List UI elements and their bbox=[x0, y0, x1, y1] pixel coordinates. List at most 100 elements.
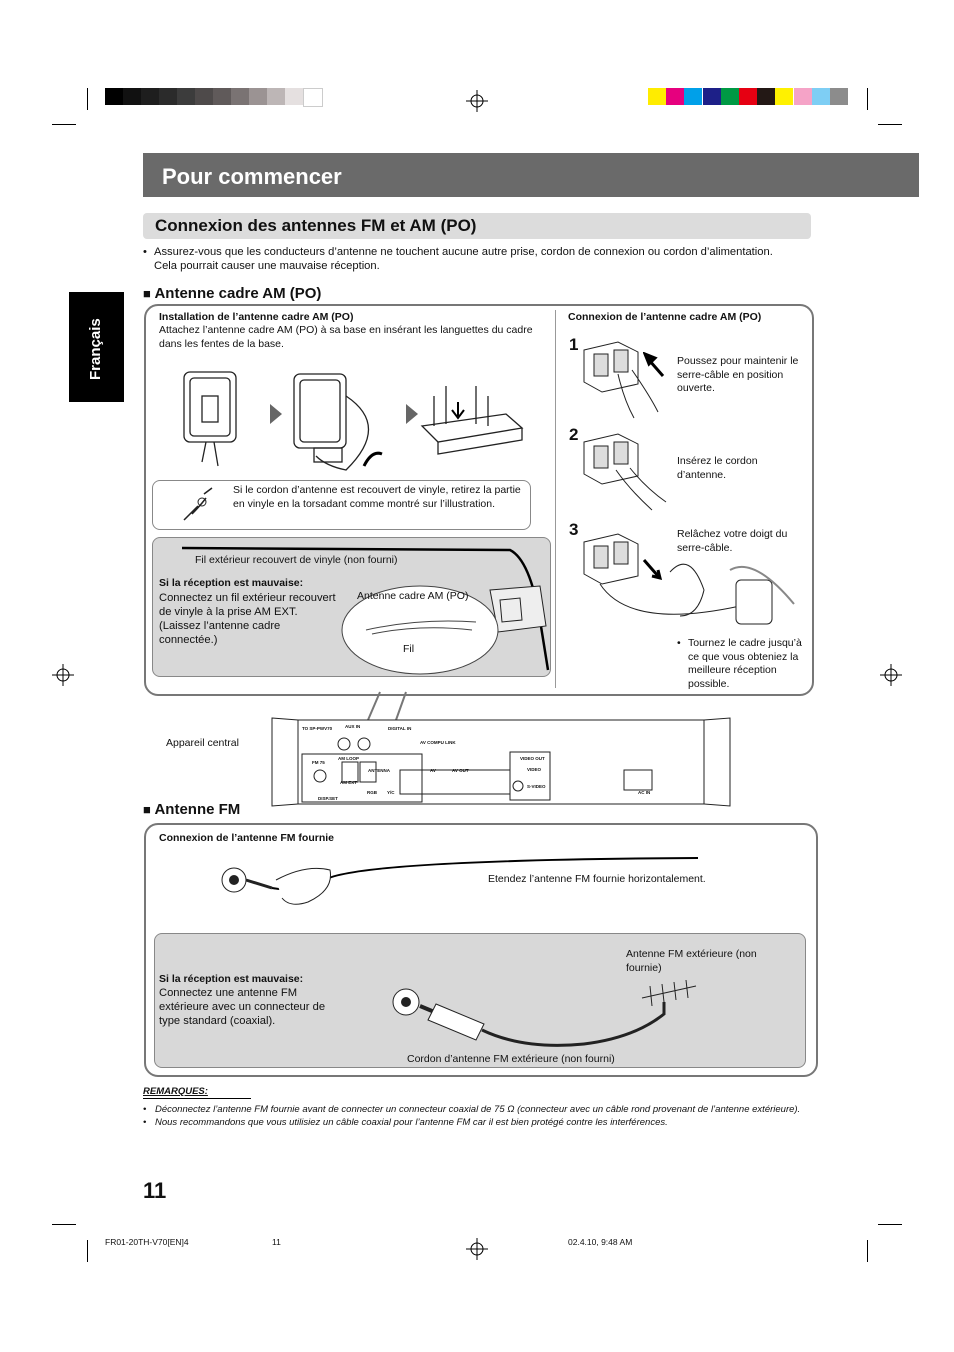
color-swatch bbox=[830, 88, 848, 105]
panel-label: ANTENNA bbox=[368, 768, 390, 773]
language-tab bbox=[69, 292, 124, 402]
footer-date: 02.4.10, 9:48 AM bbox=[568, 1237, 633, 1247]
panel-label: AV OUT bbox=[452, 768, 469, 773]
color-swatch bbox=[793, 88, 812, 105]
fm-cable-label: Cordon d’antenne FM extérieure (non four… bbox=[407, 1053, 615, 1065]
color-swatch bbox=[123, 88, 141, 105]
color-swatch bbox=[757, 88, 776, 105]
divider bbox=[555, 310, 556, 688]
color-swatch bbox=[775, 88, 794, 105]
push-arrow-icon bbox=[643, 352, 665, 377]
panel-label: VIDEO bbox=[527, 767, 542, 772]
color-swatch bbox=[811, 88, 830, 105]
bullet-icon: • bbox=[143, 246, 147, 258]
panel-label: DIGITAL IN bbox=[388, 726, 412, 731]
panel-label: DISP.SET bbox=[318, 796, 338, 801]
panel-label: AV COMPU LINK bbox=[420, 740, 456, 745]
subsection-title: Connexion des antennes FM et AM (PO) bbox=[155, 216, 477, 235]
color-swatch bbox=[141, 88, 159, 105]
twisted-wire-icon bbox=[183, 487, 213, 521]
page-number: 11 bbox=[143, 1178, 167, 1203]
color-swatch bbox=[267, 88, 285, 105]
registration-target-icon bbox=[880, 664, 902, 686]
panel-label: Y/C bbox=[387, 790, 395, 795]
intro-text: Assurez-vous que les conducteurs d’anten… bbox=[154, 246, 773, 272]
unit-label: Appareil central bbox=[166, 737, 239, 749]
color-swatch bbox=[177, 88, 195, 105]
wire-callout-bubble bbox=[341, 585, 499, 675]
outdoor-wire-label: Fil extérieur recouvert de vinyle (non f… bbox=[195, 554, 398, 566]
next-step-arrow-icon bbox=[270, 404, 282, 424]
panel-label: AC IN bbox=[638, 790, 651, 795]
bullet-icon: • bbox=[677, 637, 681, 649]
panel-label: VIDEO OUT bbox=[520, 756, 545, 761]
panel-label: AUX IN bbox=[345, 724, 361, 729]
color-swatch bbox=[195, 88, 213, 105]
remarks-underline bbox=[143, 1098, 251, 1099]
fm-antenna-plug-illustration bbox=[221, 857, 699, 905]
clamp-push-illustration bbox=[583, 341, 659, 419]
list-item: •Nous recommandons que vous utilisiez un… bbox=[143, 1117, 668, 1128]
panel-label: TO SP-PWV70 bbox=[302, 726, 333, 731]
step-2-number: 2 bbox=[569, 425, 579, 444]
fm-bad-reception-title: Si la réception est mauvaise: bbox=[159, 973, 304, 985]
remarks-list: •Déconnectez l’antenne FM fournie avant … bbox=[143, 1103, 823, 1129]
install-title: Installation de l’antenne cadre AM (PO) bbox=[159, 311, 354, 323]
panel-label: S-VIDEO bbox=[527, 784, 546, 789]
panel-label: AM LOOP bbox=[338, 756, 359, 761]
color-swatch bbox=[105, 88, 123, 105]
fm-bad-reception-box bbox=[154, 933, 806, 1068]
color-swatch bbox=[739, 88, 757, 105]
color-swatch bbox=[285, 88, 303, 105]
coaxial-cable-illustration bbox=[392, 979, 697, 1047]
color-swatch bbox=[684, 88, 703, 105]
fm-heading: ■ Antenne FM bbox=[143, 801, 241, 818]
callout-antenna-label: Antenne cadre AM (PO) bbox=[357, 590, 469, 602]
fm-connect-title: Connexion de l’antenne FM fournie bbox=[159, 832, 335, 844]
section-title-bar bbox=[143, 153, 919, 197]
next-step-arrow-icon bbox=[406, 404, 418, 424]
panel-label: RGB bbox=[367, 790, 377, 795]
insert-wire-illustration bbox=[583, 433, 667, 511]
color-swatch bbox=[720, 88, 739, 105]
color-swatch bbox=[666, 88, 685, 105]
footer-file: FR01-20TH-V70[EN]4 bbox=[105, 1237, 189, 1247]
registration-target-icon bbox=[466, 90, 488, 112]
fm-bad-reception-text: Connectez une antenne FM extérieure avec… bbox=[159, 987, 326, 1027]
release-clamp-illustration bbox=[583, 533, 795, 625]
callout-wire-label: Fil bbox=[403, 643, 415, 655]
color-swatch bbox=[249, 88, 267, 105]
step-3-text: Relâchez votre doigt du serre-câble. bbox=[677, 528, 788, 554]
am-bad-reception-title: Si la réception est mauvaise: bbox=[159, 577, 304, 589]
footer-page: 11 bbox=[272, 1237, 281, 1247]
section-title: Pour commencer bbox=[162, 164, 342, 189]
remarks-title: REMARQUES: bbox=[143, 1086, 208, 1097]
color-swatch bbox=[213, 88, 231, 105]
registration-target-icon bbox=[52, 664, 74, 686]
registration-target-icon bbox=[466, 1238, 488, 1260]
outdoor-wire-illustration bbox=[181, 546, 550, 671]
color-swatch bbox=[159, 88, 177, 105]
vinyl-note-box bbox=[152, 480, 531, 530]
step-1-text: Poussez pour maintenir le serre-câble en… bbox=[677, 355, 799, 394]
loop-antenna-illustration bbox=[183, 371, 524, 471]
panel-label: AM EXT bbox=[340, 780, 358, 785]
subsection-title-bar bbox=[143, 213, 811, 239]
am-connect-title: Connexion de l’antenne cadre AM (PO) bbox=[568, 311, 762, 323]
step-2-text: Insérez le cordon d’antenne. bbox=[677, 455, 758, 481]
rotate-note: Tournez le cadre jusqu’à ce que vous obt… bbox=[688, 637, 802, 690]
color-swatch bbox=[303, 88, 323, 107]
vinyl-note-text: Si le cordon d’antenne est recouvert de … bbox=[233, 484, 521, 510]
color-swatch bbox=[648, 88, 666, 105]
panel-label: AV bbox=[430, 768, 436, 773]
list-item: •Déconnectez l’antenne FM fournie avant … bbox=[143, 1104, 801, 1115]
language-tab-label: Français bbox=[87, 318, 104, 380]
panel-label: FM 75 bbox=[312, 760, 325, 765]
step-1-number: 1 bbox=[569, 335, 579, 354]
central-unit-rear-panel bbox=[271, 717, 731, 807]
am-bad-reception-text: Connectez un fil extérieur recouvert de … bbox=[159, 592, 336, 646]
color-swatch bbox=[702, 88, 721, 105]
fm-extend-text: Etendez l’antenne FM fournie horizontale… bbox=[488, 873, 706, 885]
fm-outdoor-antenna-label: Antenne FM extérieure (non fournie) bbox=[626, 948, 757, 974]
color-swatch bbox=[231, 88, 249, 105]
